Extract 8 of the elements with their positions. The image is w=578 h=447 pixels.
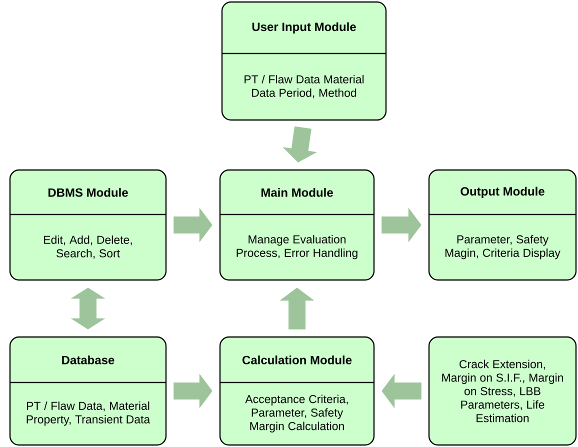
module-box: Database PT / Flaw Data, Material Property, Transient Data [9, 336, 167, 446]
module-box: DBMS Module Edit, Add, Delete, Search, Sort [9, 169, 167, 281]
module-box: Calculation Module Acceptance Criteria, Parameter, Safety Margin Calculation [219, 336, 375, 446]
module-box: User Input Module PT / Flaw Data Material Data Period, Method [221, 1, 387, 121]
module-box: Output Module Parameter, Safety Magin, Criteria Display [428, 169, 577, 281]
block-arrow [70, 288, 106, 330]
module-box: Main Module Manage Evaluation Process, Error Handling [219, 169, 375, 281]
module-box: Crack Extension, Margin on S.I.F., Margin on Stress, LBB Parameters, Life Estimation [428, 336, 577, 446]
